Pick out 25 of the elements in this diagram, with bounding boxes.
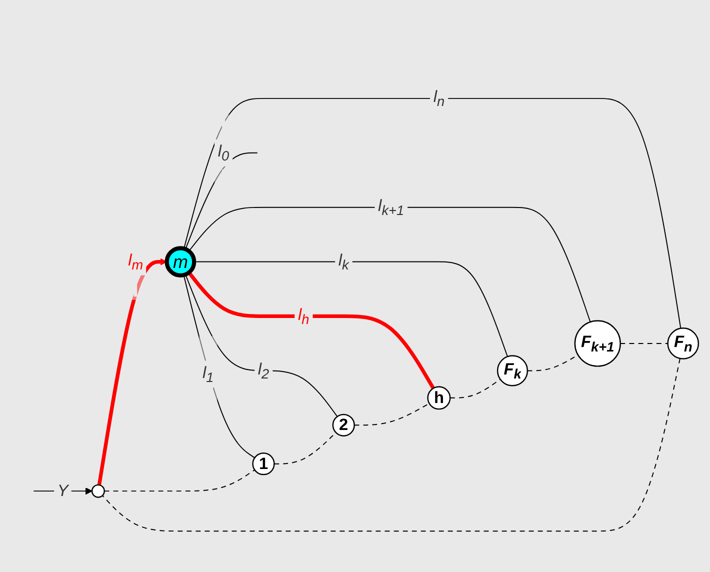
node-circle: [574, 320, 621, 366]
edge-label: l$_{0}$: [218, 142, 230, 164]
node-circle: [252, 452, 275, 475]
edge-label: Y: [57, 482, 68, 500]
connector: [620, 342, 668, 344]
edge-label: l$_{k}$: [338, 251, 349, 272]
edge-label: l$_{m}$: [128, 251, 144, 273]
node-circle: [667, 327, 700, 360]
edge-label: l$_{n}$: [433, 88, 445, 110]
node-circle: [164, 246, 196, 278]
node-circle: [496, 354, 528, 386]
connector: [188, 206, 591, 322]
node-circle: [332, 414, 355, 436]
arrow: [97, 258, 168, 485]
edge-label: l$_{2}$: [258, 360, 270, 382]
connector: [450, 378, 501, 398]
connector: [104, 469, 256, 492]
connector: [183, 274, 256, 458]
edge-label: l$_{h}$: [298, 306, 310, 327]
node-circle: [91, 484, 105, 498]
edge-label: l$_{1}$: [202, 364, 214, 385]
connector: [184, 152, 258, 250]
connector: [354, 402, 430, 426]
edge-label: l$_{k+1}$: [378, 196, 404, 218]
node-circle: [427, 386, 451, 410]
